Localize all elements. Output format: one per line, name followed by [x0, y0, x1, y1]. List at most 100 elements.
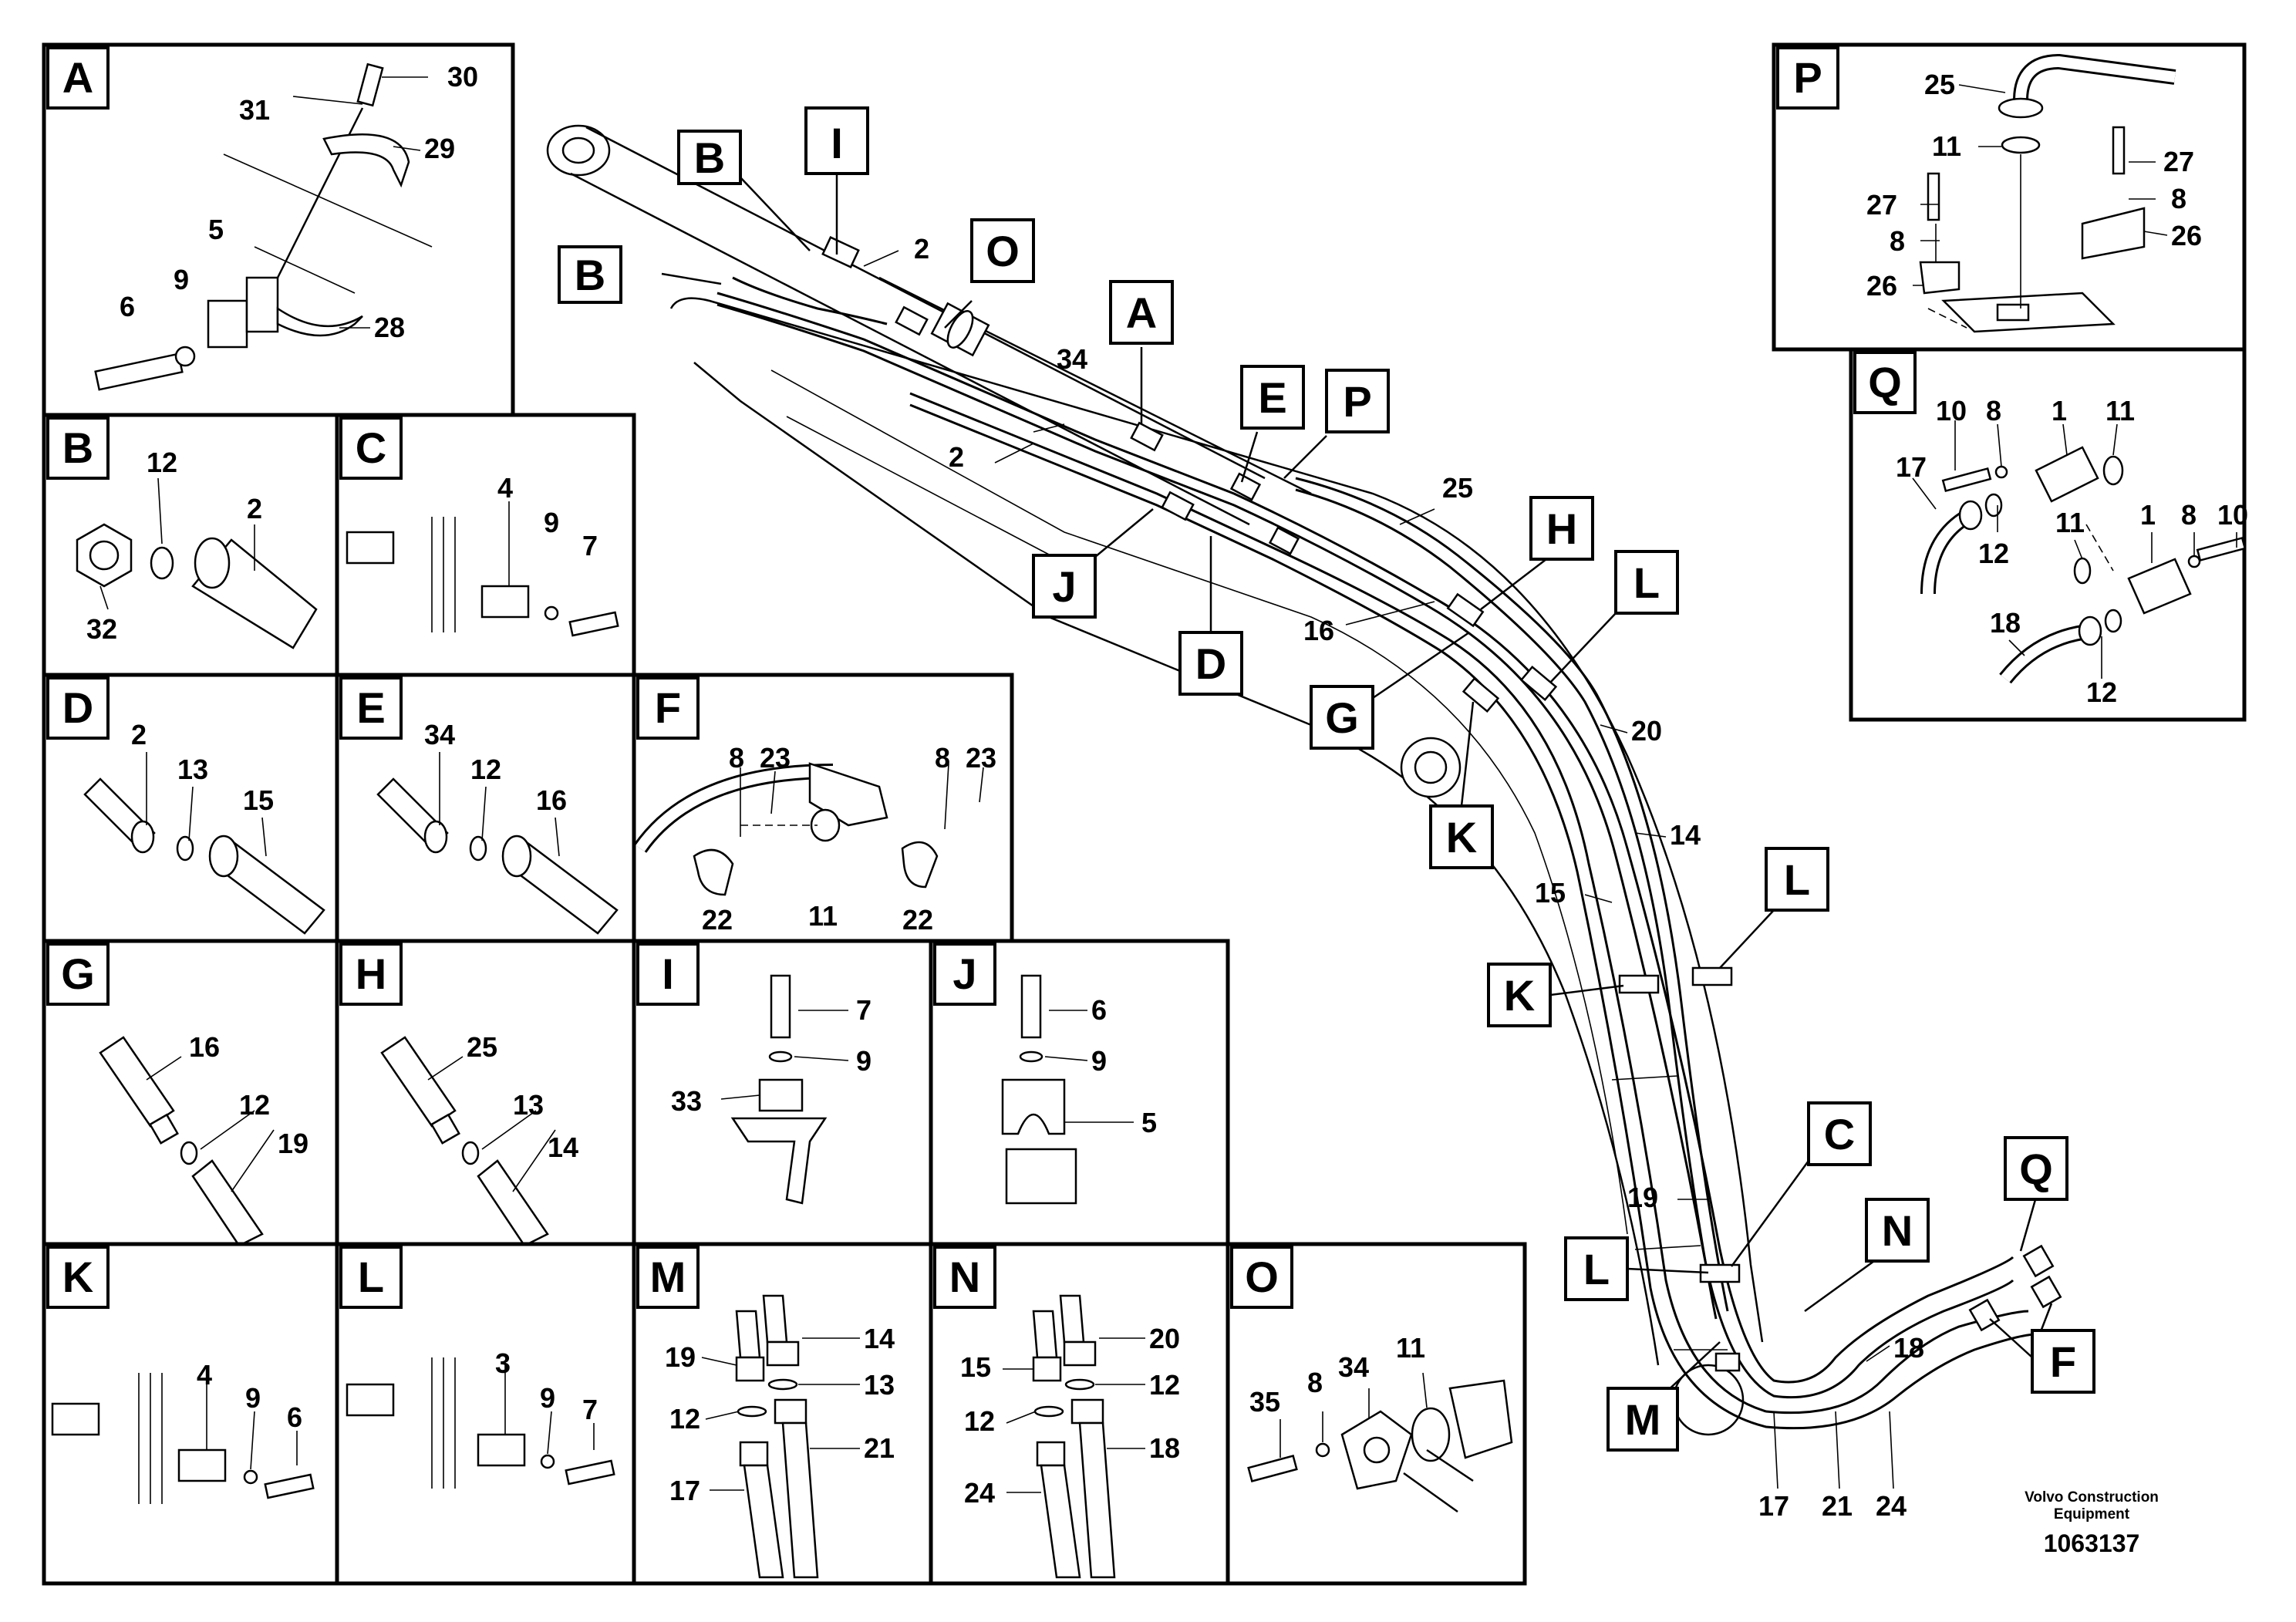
callout-letter: H [1546, 504, 1577, 553]
callout-l-middle[interactable]: L [1765, 847, 1829, 912]
part-number: 19 [665, 1341, 696, 1373]
callout-e[interactable]: E [1240, 365, 1305, 430]
drawing-caption: Volvo Construction Equipment 1063137 [2025, 1489, 2159, 1557]
part-number: 11 [808, 900, 838, 932]
part-number: 20 [1149, 1323, 1180, 1354]
callout-l-lower[interactable]: L [1564, 1236, 1629, 1301]
part-number: 24 [1876, 1490, 1907, 1522]
detail-panel-h: H 25 13 14 [335, 939, 636, 1247]
boom-body [669, 297, 1764, 1436]
detail-panel-a: A 30 31 29 5 6 9 28 [42, 42, 515, 417]
part-number: 16 [189, 1031, 220, 1063]
callout-c[interactable]: C [1807, 1101, 1872, 1166]
main-leader-lines [661, 174, 2053, 1489]
part-number: 34 [1057, 343, 1087, 375]
callout-a[interactable]: A [1109, 280, 1174, 345]
part-number: 12 [964, 1405, 995, 1437]
part-number: 18 [1893, 1332, 1924, 1364]
part-number: 25 [1924, 69, 1955, 100]
part-number: 19 [1627, 1182, 1658, 1213]
part-number: 16 [536, 784, 567, 816]
part-number: 6 [120, 291, 135, 322]
callout-d[interactable]: D [1178, 631, 1243, 696]
panel-letter: O [1245, 1253, 1279, 1301]
detail-panel-b: B 12 2 32 [42, 413, 339, 677]
part-number: 24 [964, 1477, 995, 1509]
part-number: 25 [467, 1031, 497, 1063]
part-number: 5 [208, 214, 224, 245]
callout-o[interactable]: O [970, 218, 1035, 283]
part-number: 1 [2140, 499, 2156, 531]
part-number: 29 [424, 133, 455, 164]
part-number: 14 [548, 1131, 578, 1163]
part-number: 22 [702, 904, 733, 936]
callout-n[interactable]: N [1865, 1198, 1930, 1263]
part-number: 4 [197, 1359, 212, 1391]
part-number: 11 [1932, 130, 1961, 162]
panel-letter: J [952, 949, 976, 998]
panel-letter: M [650, 1253, 686, 1301]
part-number: 9 [540, 1382, 555, 1414]
panel-letter: K [62, 1253, 93, 1301]
part-number: 26 [2171, 220, 2202, 251]
part-number: 15 [243, 784, 274, 816]
part-number: 10 [1936, 395, 1967, 427]
part-number: 12 [1149, 1369, 1180, 1401]
part-number: 22 [902, 904, 933, 936]
part-number: 21 [864, 1432, 895, 1464]
callout-l-upper[interactable]: L [1614, 550, 1679, 615]
callout-m[interactable]: M [1607, 1387, 1679, 1452]
callout-letter: D [1195, 639, 1226, 688]
part-number: 10 [2217, 499, 2248, 531]
panel-letter: F [655, 683, 681, 732]
part-number: 18 [1990, 607, 2021, 639]
part-number: 17 [1896, 451, 1927, 483]
callout-g[interactable]: G [1310, 685, 1374, 750]
part-number: 12 [239, 1089, 270, 1121]
part-number: 9 [544, 507, 559, 538]
part-number: 31 [239, 94, 270, 126]
callout-f[interactable]: F [2031, 1329, 2095, 1394]
callout-p[interactable]: P [1325, 369, 1390, 433]
part-number: 32 [86, 613, 117, 645]
callout-k-upper[interactable]: K [1429, 804, 1494, 869]
panel-letter: A [62, 53, 93, 102]
detail-panel-n: N 15 20 12 12 18 24 [929, 1242, 1230, 1586]
panel-letter: B [62, 423, 93, 472]
part-number: 20 [1631, 715, 1662, 747]
part-number: 12 [1978, 538, 2009, 569]
callout-letter: A [1126, 288, 1157, 337]
part-number: 6 [1091, 994, 1107, 1026]
callout-b-upper[interactable]: B [677, 130, 742, 185]
part-number: 8 [1890, 225, 1905, 257]
callout-letter: K [1446, 813, 1477, 862]
callout-q[interactable]: Q [2004, 1136, 2068, 1201]
callout-b-lower[interactable]: B [558, 245, 622, 304]
part-number: 9 [1091, 1045, 1107, 1077]
main-part-numbers: 2 34 2 25 16 20 14 15 19 18 17 21 24 [914, 233, 1924, 1522]
maker-line-2: Equipment [2054, 1506, 2130, 1523]
part-number: 7 [856, 994, 872, 1026]
part-number: 9 [245, 1382, 261, 1414]
part-number: 23 [966, 742, 996, 774]
part-number: 11 [2055, 507, 2085, 538]
panel-letter: I [662, 949, 674, 998]
callout-letter: L [1784, 855, 1810, 904]
part-number: 14 [1670, 819, 1701, 851]
part-number: 17 [1758, 1490, 1789, 1522]
callout-letter: O [986, 227, 1020, 275]
drawing-number: 1063137 [2044, 1529, 2140, 1557]
callout-j[interactable]: J [1032, 554, 1097, 619]
part-number: 11 [2106, 395, 2135, 427]
detail-panel-o: O 35 8 34 11 [1226, 1242, 1527, 1586]
part-number: 15 [960, 1351, 991, 1383]
callout-k-lower[interactable]: K [1487, 963, 1552, 1027]
part-number: 11 [1396, 1332, 1425, 1364]
part-number: 34 [424, 719, 455, 750]
detail-panel-q: Q 10 8 1 11 17 12 11 1 8 10 18 12 [1849, 347, 2248, 722]
callout-h[interactable]: H [1529, 496, 1594, 561]
callout-i[interactable]: I [804, 106, 869, 175]
part-number: 19 [278, 1128, 308, 1159]
panel-letter: L [358, 1253, 384, 1301]
